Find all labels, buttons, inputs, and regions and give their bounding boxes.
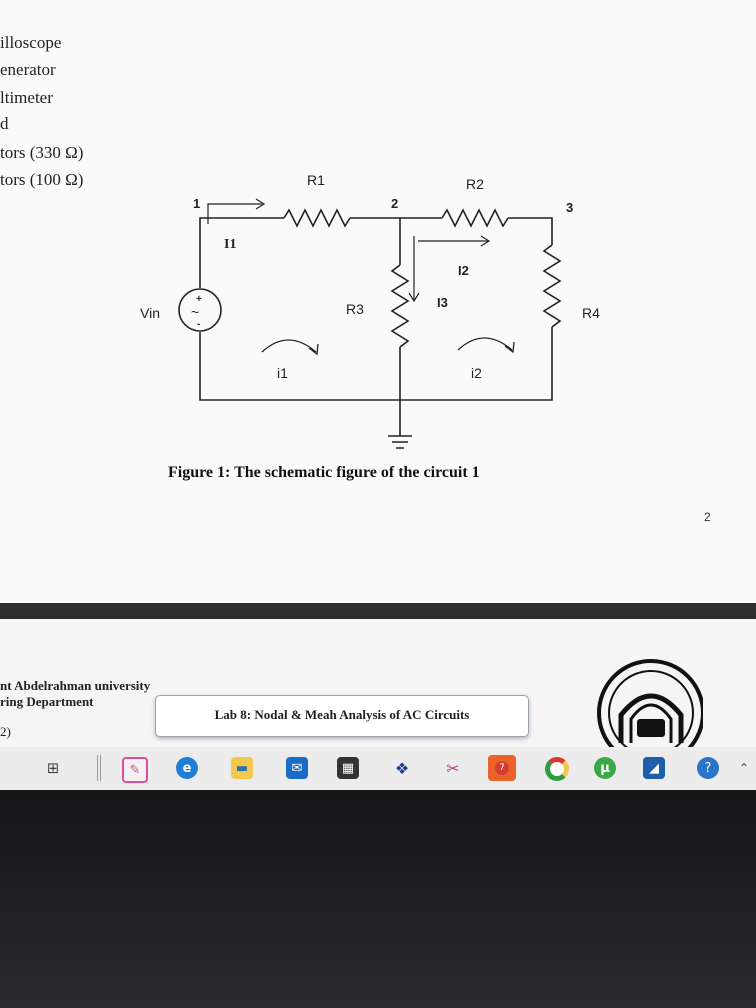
document-page: illoscope enerator ltimeter d tors (330 … [0, 33, 711, 524]
image-viewer-icon[interactable]: ◢ [643, 757, 665, 779]
resistor-r3 [390, 264, 410, 348]
resistor-r1 [283, 208, 351, 228]
task-view-icon[interactable]: ⊞ [46, 759, 60, 777]
snip-icon[interactable]: ✂ [446, 758, 460, 778]
file-explorer-icon[interactable]: ▬ [231, 757, 253, 779]
resistor-r2 [441, 208, 509, 228]
current-label-i2: I2 [458, 263, 469, 278]
equipment-item: tors (100 Ω) [0, 170, 84, 189]
mail-icon[interactable]: ✉ [286, 757, 308, 779]
university-logo [597, 659, 703, 765]
page-separator [0, 603, 756, 619]
mesh-arrow-i2 [457, 337, 513, 351]
source-minus: - [197, 319, 200, 330]
lab-title-box: Lab 8: Nodal & Meah Analysis of AC Circu… [155, 695, 529, 737]
bookmark-app-icon[interactable]: ✎ [122, 757, 148, 783]
current-arrow-i1 [207, 203, 262, 224]
equipment-item: illoscope [0, 33, 62, 52]
page-number: 2 [704, 510, 711, 524]
edge-icon[interactable]: e [176, 757, 198, 779]
resistor-label-r2: R2 [466, 176, 484, 192]
chrome-icon[interactable] [545, 757, 569, 781]
utorrent-icon[interactable]: µ [594, 757, 616, 779]
resistor-label-r3: R3 [346, 301, 364, 317]
help-icon[interactable]: ? [697, 757, 719, 779]
source-label-vin: Vin [140, 305, 160, 321]
monitor-bezel [0, 790, 756, 1008]
mesh-label-i2: i2 [471, 365, 482, 381]
resistor-label-r4: R4 [582, 305, 600, 321]
node-label-3: 3 [566, 200, 573, 215]
dropbox-icon[interactable]: ❖ [394, 758, 410, 778]
node-label-1: 1 [193, 196, 200, 211]
figure-caption: Figure 1: The schematic figure of the ci… [168, 464, 480, 481]
current-label-i1: I1 [224, 237, 236, 252]
chevron-up-icon[interactable]: ⌃ [738, 761, 750, 775]
mesh-label-i1: i1 [277, 365, 288, 381]
mesh-arrow-i1 [261, 339, 317, 353]
equipment-item: d [0, 114, 9, 133]
taskbar: ⊞ ✎ e ▬ ✉ ▦ ❖ ✂ 7 µ ◢ ? ⌃ [0, 747, 756, 790]
notification-badge-icon[interactable]: 7 [488, 755, 516, 781]
wire [508, 217, 553, 245]
wire [199, 217, 284, 288]
divider [97, 755, 101, 781]
screen: illoscope enerator ltimeter d tors (330 … [0, 0, 756, 790]
source-plus: + [196, 294, 202, 305]
page-marker: 2) [0, 724, 11, 739]
badge-count: 7 [495, 761, 509, 775]
ac-source-icon [178, 288, 222, 332]
university-name: nt Abdelrahman university [0, 678, 151, 693]
current-label-i3: I3 [437, 295, 448, 310]
circuit-schematic: 1 2 3 R1 R2 R3 R4 Vin + ~ - I1 I2 I3 i1 … [140, 172, 600, 449]
equipment-item: enerator [0, 60, 56, 79]
store-icon[interactable]: ▦ [337, 757, 359, 779]
department-name: ring Department [0, 694, 94, 709]
equipment-item: tors (330 Ω) [0, 143, 84, 162]
source-tilde: ~ [191, 304, 199, 320]
wire [199, 327, 553, 401]
resistor-label-r1: R1 [307, 172, 325, 188]
ground-icon [388, 435, 412, 449]
lab-title: Lab 8: Nodal & Meah Analysis of AC Circu… [214, 707, 470, 722]
node-label-2: 2 [391, 196, 398, 211]
equipment-item: ltimeter [0, 88, 53, 107]
resistor-r4 [542, 244, 562, 328]
